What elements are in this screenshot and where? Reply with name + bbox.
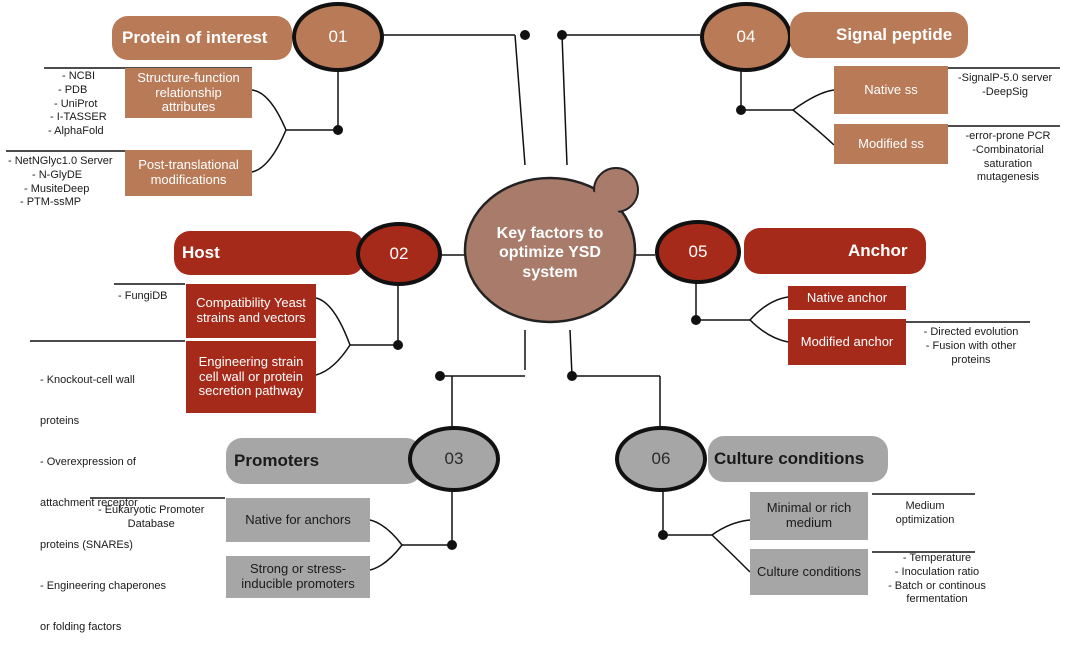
number-badge-06: 06 xyxy=(615,426,707,492)
host-title: Host xyxy=(174,231,364,275)
anchor-sub1: Native anchor xyxy=(788,286,906,310)
number-badge-03: 03 xyxy=(408,426,500,492)
junction-dot xyxy=(393,340,403,350)
number-badge-01: 01 xyxy=(292,2,384,72)
host-tools1: - FungiDB xyxy=(118,290,168,302)
number-badge-05: 05 xyxy=(655,220,741,284)
culture-sub2: Culture conditions xyxy=(750,549,868,595)
culture-tools1: Medium optimization xyxy=(895,500,955,526)
protein-sub2: Post-translational modifications xyxy=(125,150,252,196)
ysd-diagram: Key factors to optimize YSD system Prote… xyxy=(6,2,1060,633)
junction-dot xyxy=(435,371,445,381)
junction-dot xyxy=(691,315,701,325)
culture-title: Culture conditions xyxy=(708,436,888,482)
promoters-sub2: Strong or stress-inducible promoters xyxy=(226,556,370,598)
anchor-tools2: - Directed evolution - Fusion with other… xyxy=(923,326,1019,366)
junction-dot xyxy=(333,125,343,135)
host-sub1: Compatibility Yeast strains and vectors xyxy=(186,284,316,338)
number-badge-04: 04 xyxy=(700,2,792,72)
culture-sub1: Minimal or rich medium xyxy=(750,492,868,540)
junction-dot xyxy=(447,540,457,550)
protein-tools2: - NetNGlyc1.0 Server - N-GlyDE - MusiteD… xyxy=(8,155,113,209)
promoters-tools1: - Eukaryotic Promoter Database xyxy=(98,504,205,530)
protein-tools1: - NCBI - PDB - UniProt - I-TASSER - Alph… xyxy=(48,70,107,137)
host-tools2: - Knockout-cell wall proteins - Overexpr… xyxy=(40,373,166,634)
signal-tools2: -error-prone PCR -Combinatorial saturati… xyxy=(965,130,1051,184)
junction-dot xyxy=(520,30,530,40)
anchor-title: Anchor xyxy=(744,228,926,274)
culture-tools2: - Temperature - Inoculation ratio - Batc… xyxy=(888,552,986,606)
protein-title: Protein of interest xyxy=(112,16,292,60)
signal-title: Signal peptide xyxy=(790,12,968,58)
junction-dot xyxy=(658,530,668,540)
center-label: Key factors to optimize YSD system xyxy=(496,225,604,281)
number-badge-02: 02 xyxy=(356,222,442,286)
signal-sub1: Native ss xyxy=(834,66,948,114)
signal-sub2: Modified ss xyxy=(834,124,948,164)
junction-dot xyxy=(557,30,567,40)
protein-sub1: Structure-function relationship attribut… xyxy=(125,68,252,118)
signal-tools1: -SignalP-5.0 server -DeepSig xyxy=(958,72,1053,98)
promoters-title: Promoters xyxy=(226,438,422,484)
junction-dot xyxy=(567,371,577,381)
host-sub2: Engineering strain cell wall or protein … xyxy=(186,341,316,413)
junction-dot xyxy=(736,105,746,115)
promoters-sub1: Native for anchors xyxy=(226,498,370,542)
anchor-sub2: Modified anchor xyxy=(788,319,906,365)
